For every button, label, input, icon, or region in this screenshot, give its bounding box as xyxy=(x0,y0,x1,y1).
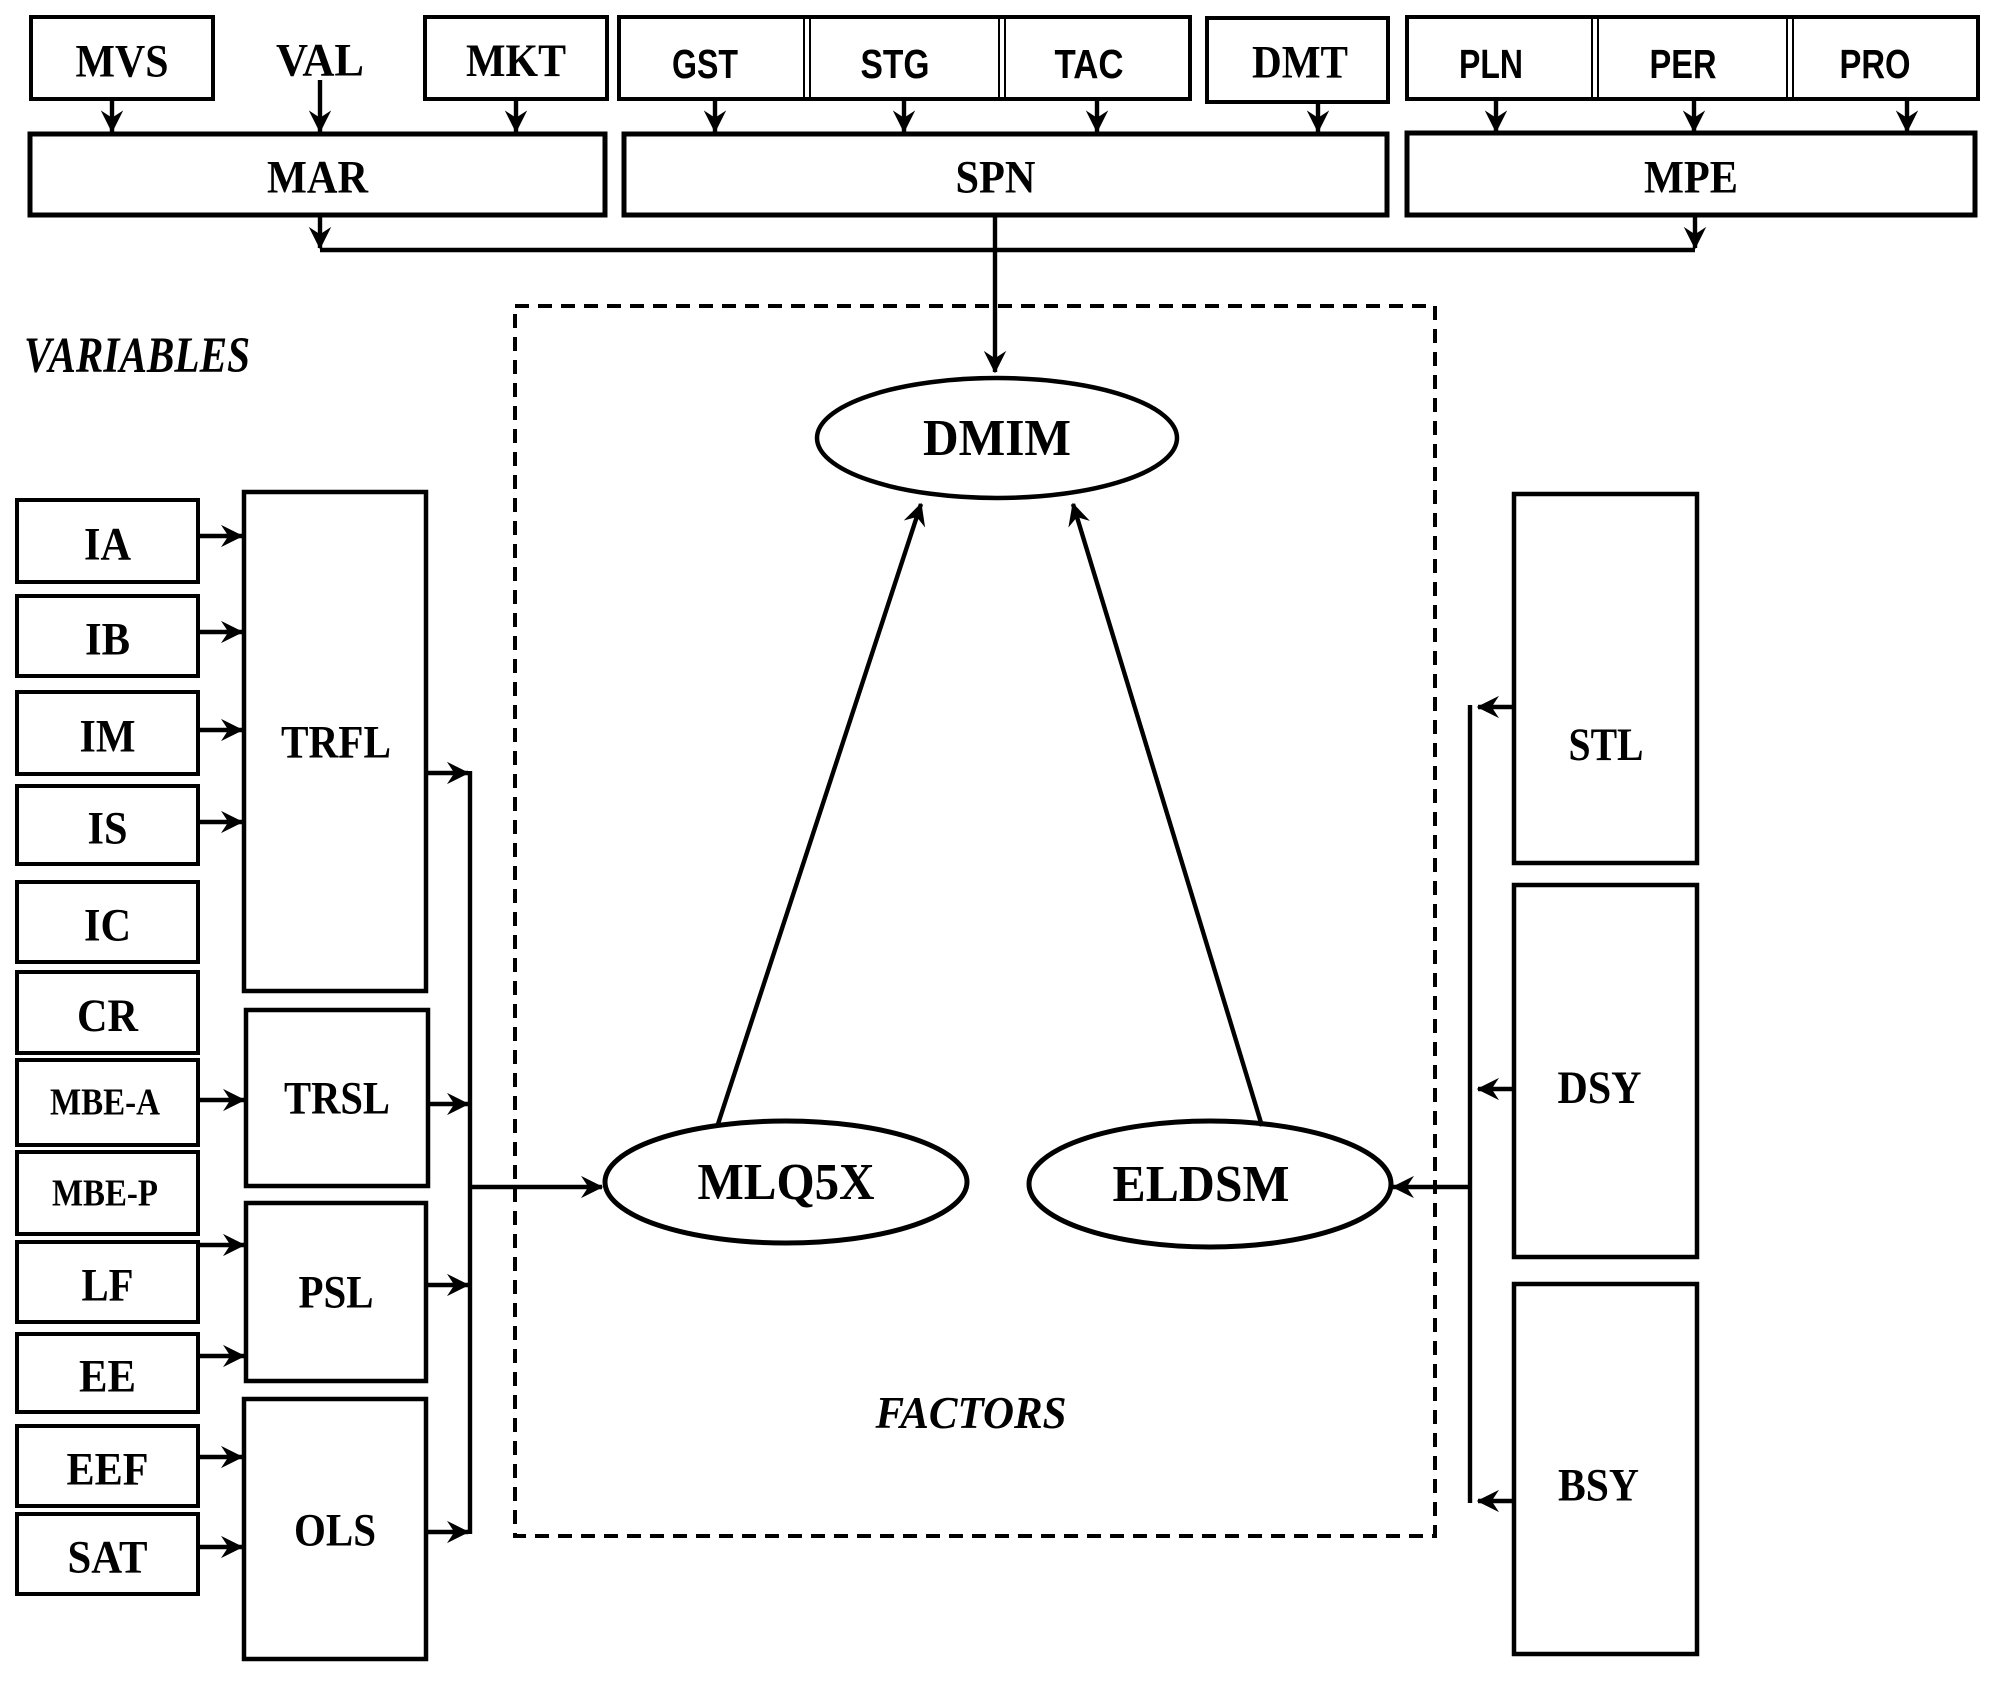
svg-text:PER: PER xyxy=(1650,41,1717,87)
svg-text:SPN: SPN xyxy=(956,152,1036,204)
svg-text:SAT: SAT xyxy=(68,1532,148,1584)
svg-text:TRSL: TRSL xyxy=(284,1073,390,1125)
svg-text:EEF: EEF xyxy=(67,1444,149,1496)
svg-text:VARIABLES: VARIABLES xyxy=(24,328,250,384)
svg-text:STG: STG xyxy=(861,41,930,87)
svg-text:MAR: MAR xyxy=(267,152,369,204)
svg-text:LF: LF xyxy=(82,1260,134,1312)
svg-text:IC: IC xyxy=(84,900,131,952)
svg-text:CR: CR xyxy=(77,990,139,1042)
svg-text:STL: STL xyxy=(1569,719,1644,771)
svg-text:PRO: PRO xyxy=(1840,41,1911,87)
svg-text:DSY: DSY xyxy=(1558,1062,1642,1114)
svg-text:DMT: DMT xyxy=(1252,37,1348,89)
svg-text:OLS: OLS xyxy=(294,1505,376,1557)
svg-text:EE: EE xyxy=(79,1351,136,1403)
svg-text:PSL: PSL xyxy=(299,1267,374,1319)
svg-text:MKT: MKT xyxy=(466,35,566,87)
svg-text:MLQ5X: MLQ5X xyxy=(698,1154,875,1211)
svg-text:MBE-P: MBE-P xyxy=(52,1173,158,1215)
svg-text:IA: IA xyxy=(84,519,131,571)
svg-text:TRFL: TRFL xyxy=(281,717,391,769)
svg-text:IB: IB xyxy=(85,614,130,666)
svg-text:MBE-A: MBE-A xyxy=(50,1082,160,1124)
svg-text:MPE: MPE xyxy=(1644,152,1738,204)
svg-text:ELDSM: ELDSM xyxy=(1113,1156,1290,1213)
svg-text:PLN: PLN xyxy=(1459,41,1523,87)
svg-text:MVS: MVS xyxy=(76,36,169,88)
svg-text:IM: IM xyxy=(80,711,136,763)
svg-text:IS: IS xyxy=(88,803,128,855)
svg-text:FACTORS: FACTORS xyxy=(875,1388,1067,1438)
svg-text:TAC: TAC xyxy=(1055,41,1124,87)
svg-text:GST: GST xyxy=(672,41,738,87)
svg-text:BSY: BSY xyxy=(1558,1460,1639,1512)
svg-text:VAL: VAL xyxy=(276,35,364,87)
svg-text:DMIM: DMIM xyxy=(923,410,1071,467)
